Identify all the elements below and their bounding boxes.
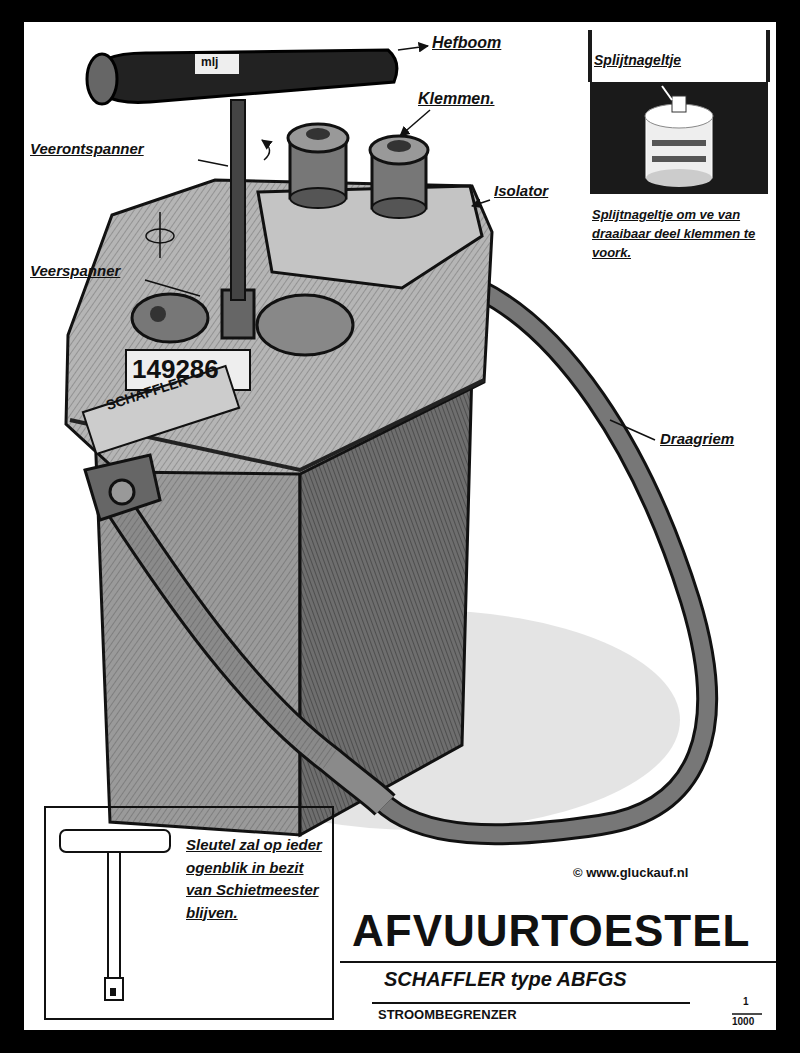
- fraction-numerator: 1: [743, 996, 749, 1008]
- note-text: Sleutel zal op ieder ogenblik in bezit v…: [186, 834, 326, 924]
- part-name: Veerontspanner: [30, 140, 144, 157]
- mark-patch: [195, 54, 239, 74]
- fraction-denominator: 1000: [732, 1016, 754, 1028]
- note: Splijtnageltje om ve van draaibaar deel …: [592, 206, 770, 263]
- dial: [257, 295, 353, 355]
- subtitle-rule: [372, 1002, 690, 1004]
- isolator-block: [258, 186, 482, 288]
- fraction-bar: [732, 1013, 762, 1015]
- part-name: Klemmen.: [418, 90, 494, 108]
- rotation-symbol: [146, 140, 270, 258]
- inset-frame: [590, 30, 768, 82]
- terminal: [370, 136, 428, 218]
- part-name: Draagriem: [660, 430, 734, 447]
- inset-photo: [590, 82, 768, 194]
- terminal-detail: [645, 86, 713, 187]
- part-name: Veerspanner: [30, 262, 120, 279]
- top-cover: [66, 180, 492, 474]
- part-name: Splijtnageltje: [594, 52, 681, 68]
- terminal: [288, 124, 348, 208]
- mark: mlj: [201, 56, 218, 70]
- socket-hole: [150, 306, 166, 322]
- leader-line: [145, 46, 655, 440]
- strap-texture: [118, 505, 330, 760]
- watermark: © www.gluckauf.nl: [573, 866, 688, 881]
- part-name: Isolator: [494, 182, 548, 199]
- note-box: Sleutel zal op ieder ogenblik in bezit v…: [44, 806, 334, 1020]
- handle-end: [87, 54, 117, 104]
- key-shaft: [231, 100, 245, 300]
- title: AFVUURTOESTEL: [352, 906, 750, 957]
- strap-buckle: [85, 455, 160, 520]
- title-rule: [340, 961, 776, 963]
- strap-outline: [118, 505, 385, 805]
- subtitle: STROOMBEGRENZER: [378, 1008, 517, 1023]
- part-name: Hefboom: [432, 34, 501, 52]
- strap: [118, 505, 385, 805]
- key-drawing: [60, 830, 170, 1000]
- spanner-socket: [132, 294, 208, 342]
- model-name: SCHAFFLER type ABFGS: [384, 968, 627, 991]
- rivet: [110, 480, 134, 504]
- lever-handle: [92, 50, 397, 102]
- cover-texture: [66, 180, 492, 474]
